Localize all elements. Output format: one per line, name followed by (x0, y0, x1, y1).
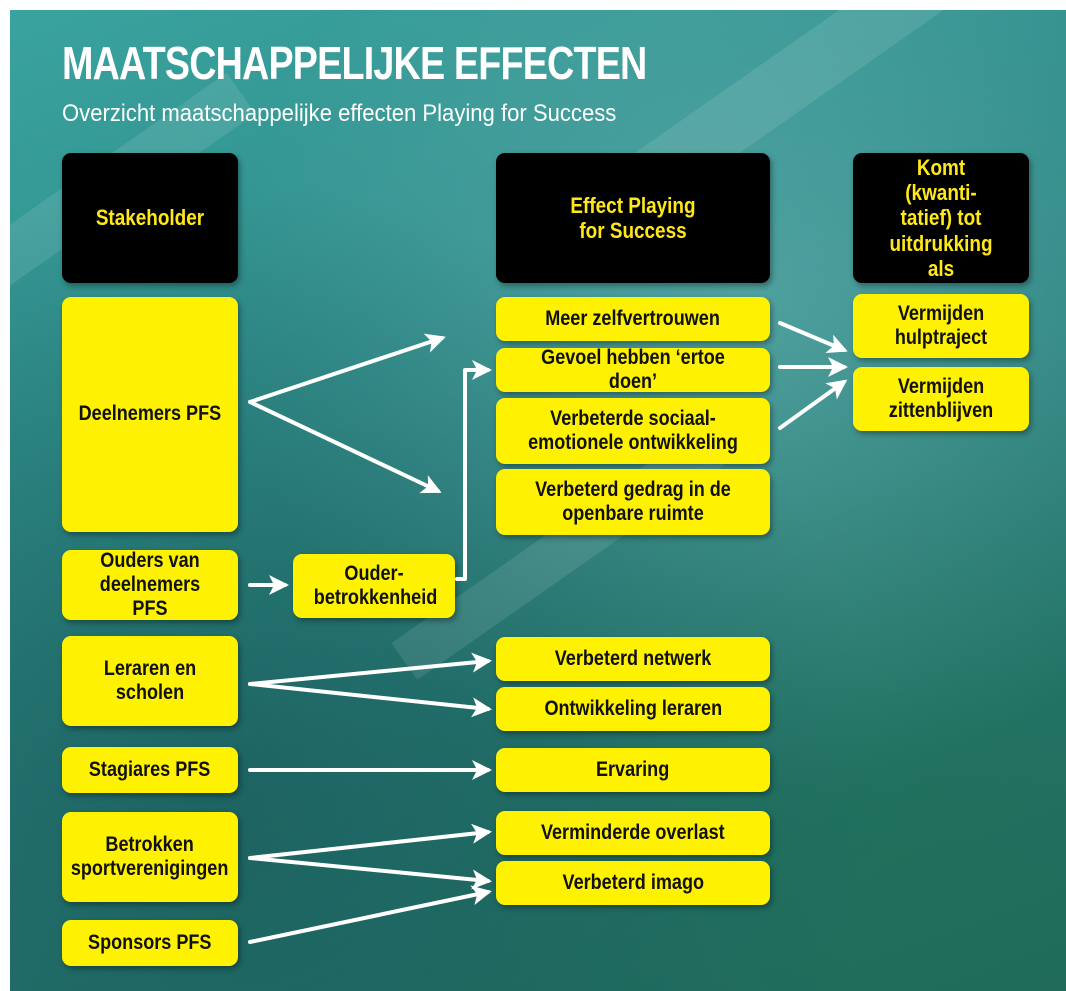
stakeholder-stagiares: Stagiares PFS (62, 747, 238, 793)
stakeholder-ouders: Ouders van deelnemers PFS (62, 549, 238, 620)
header-effect: Effect Playing for Success (496, 153, 770, 283)
effect-imago: Verbeterd imago (496, 861, 770, 905)
connector-arrows (248, 321, 848, 944)
arrow-sponsors-imago (248, 885, 492, 944)
arrow-deelnemers-up (248, 333, 446, 404)
arrow-leraren-netwerk (248, 652, 492, 686)
header-quantitative: Komt (kwanti-tatief) tot uitdrukking als (853, 153, 1029, 283)
outcome-hulptraject: Vermijden hulptraject (853, 294, 1029, 358)
effect-ertoe-doen: Gevoel hebben ‘ertoe doen’ (496, 346, 770, 393)
effect-ontwikkeling-leraren: Ontwikkeling leraren (496, 687, 770, 731)
effect-gedrag: Verbeterd gedrag in de openbare ruimte (496, 469, 770, 535)
stakeholder-verenigingen: Betrokken sportverenigingen (62, 812, 238, 902)
arrow-verenigingen-imago (248, 856, 492, 890)
effect-overlast: Verminderde overlast (496, 811, 770, 855)
effect-sociaal-emotioneel: Verbeterde sociaal-emotionele ontwikkeli… (496, 398, 770, 464)
page-subtitle: Overzicht maatschappelijke effecten Play… (62, 100, 617, 127)
arrow-leraren-ontwikkeling (248, 682, 492, 718)
arrow-sociaal-outcome (778, 379, 848, 430)
header-stakeholder: Stakeholder (62, 153, 238, 283)
stakeholder-deelnemers: Deelnemers PFS (62, 297, 238, 532)
effect-netwerk: Verbeterd netwerk (496, 637, 770, 681)
effect-zelfvertrouwen: Meer zelfvertrouwen (496, 297, 770, 341)
arrow-zelfvertrouwen-outcome (778, 321, 848, 353)
diagram-canvas: MAATSCHAPPELIJKE EFFECTEN Overzicht maat… (10, 10, 1066, 991)
outcome-zittenblijven: Vermijden zittenblijven (853, 367, 1029, 431)
page-title: MAATSCHAPPELIJKE EFFECTEN (62, 37, 647, 89)
effect-ervaring: Ervaring (496, 748, 770, 792)
arrow-verenigingen-overlast (248, 823, 492, 860)
arrow-ouderbetrokkenheid-effect (455, 360, 492, 581)
stakeholder-leraren: Leraren en scholen (62, 636, 238, 726)
ouderbetrokkenheid-box: Ouder-betrokkenheid (293, 554, 455, 618)
arrow-deelnemers-down (248, 400, 442, 494)
stakeholder-sponsors: Sponsors PFS (62, 920, 238, 966)
